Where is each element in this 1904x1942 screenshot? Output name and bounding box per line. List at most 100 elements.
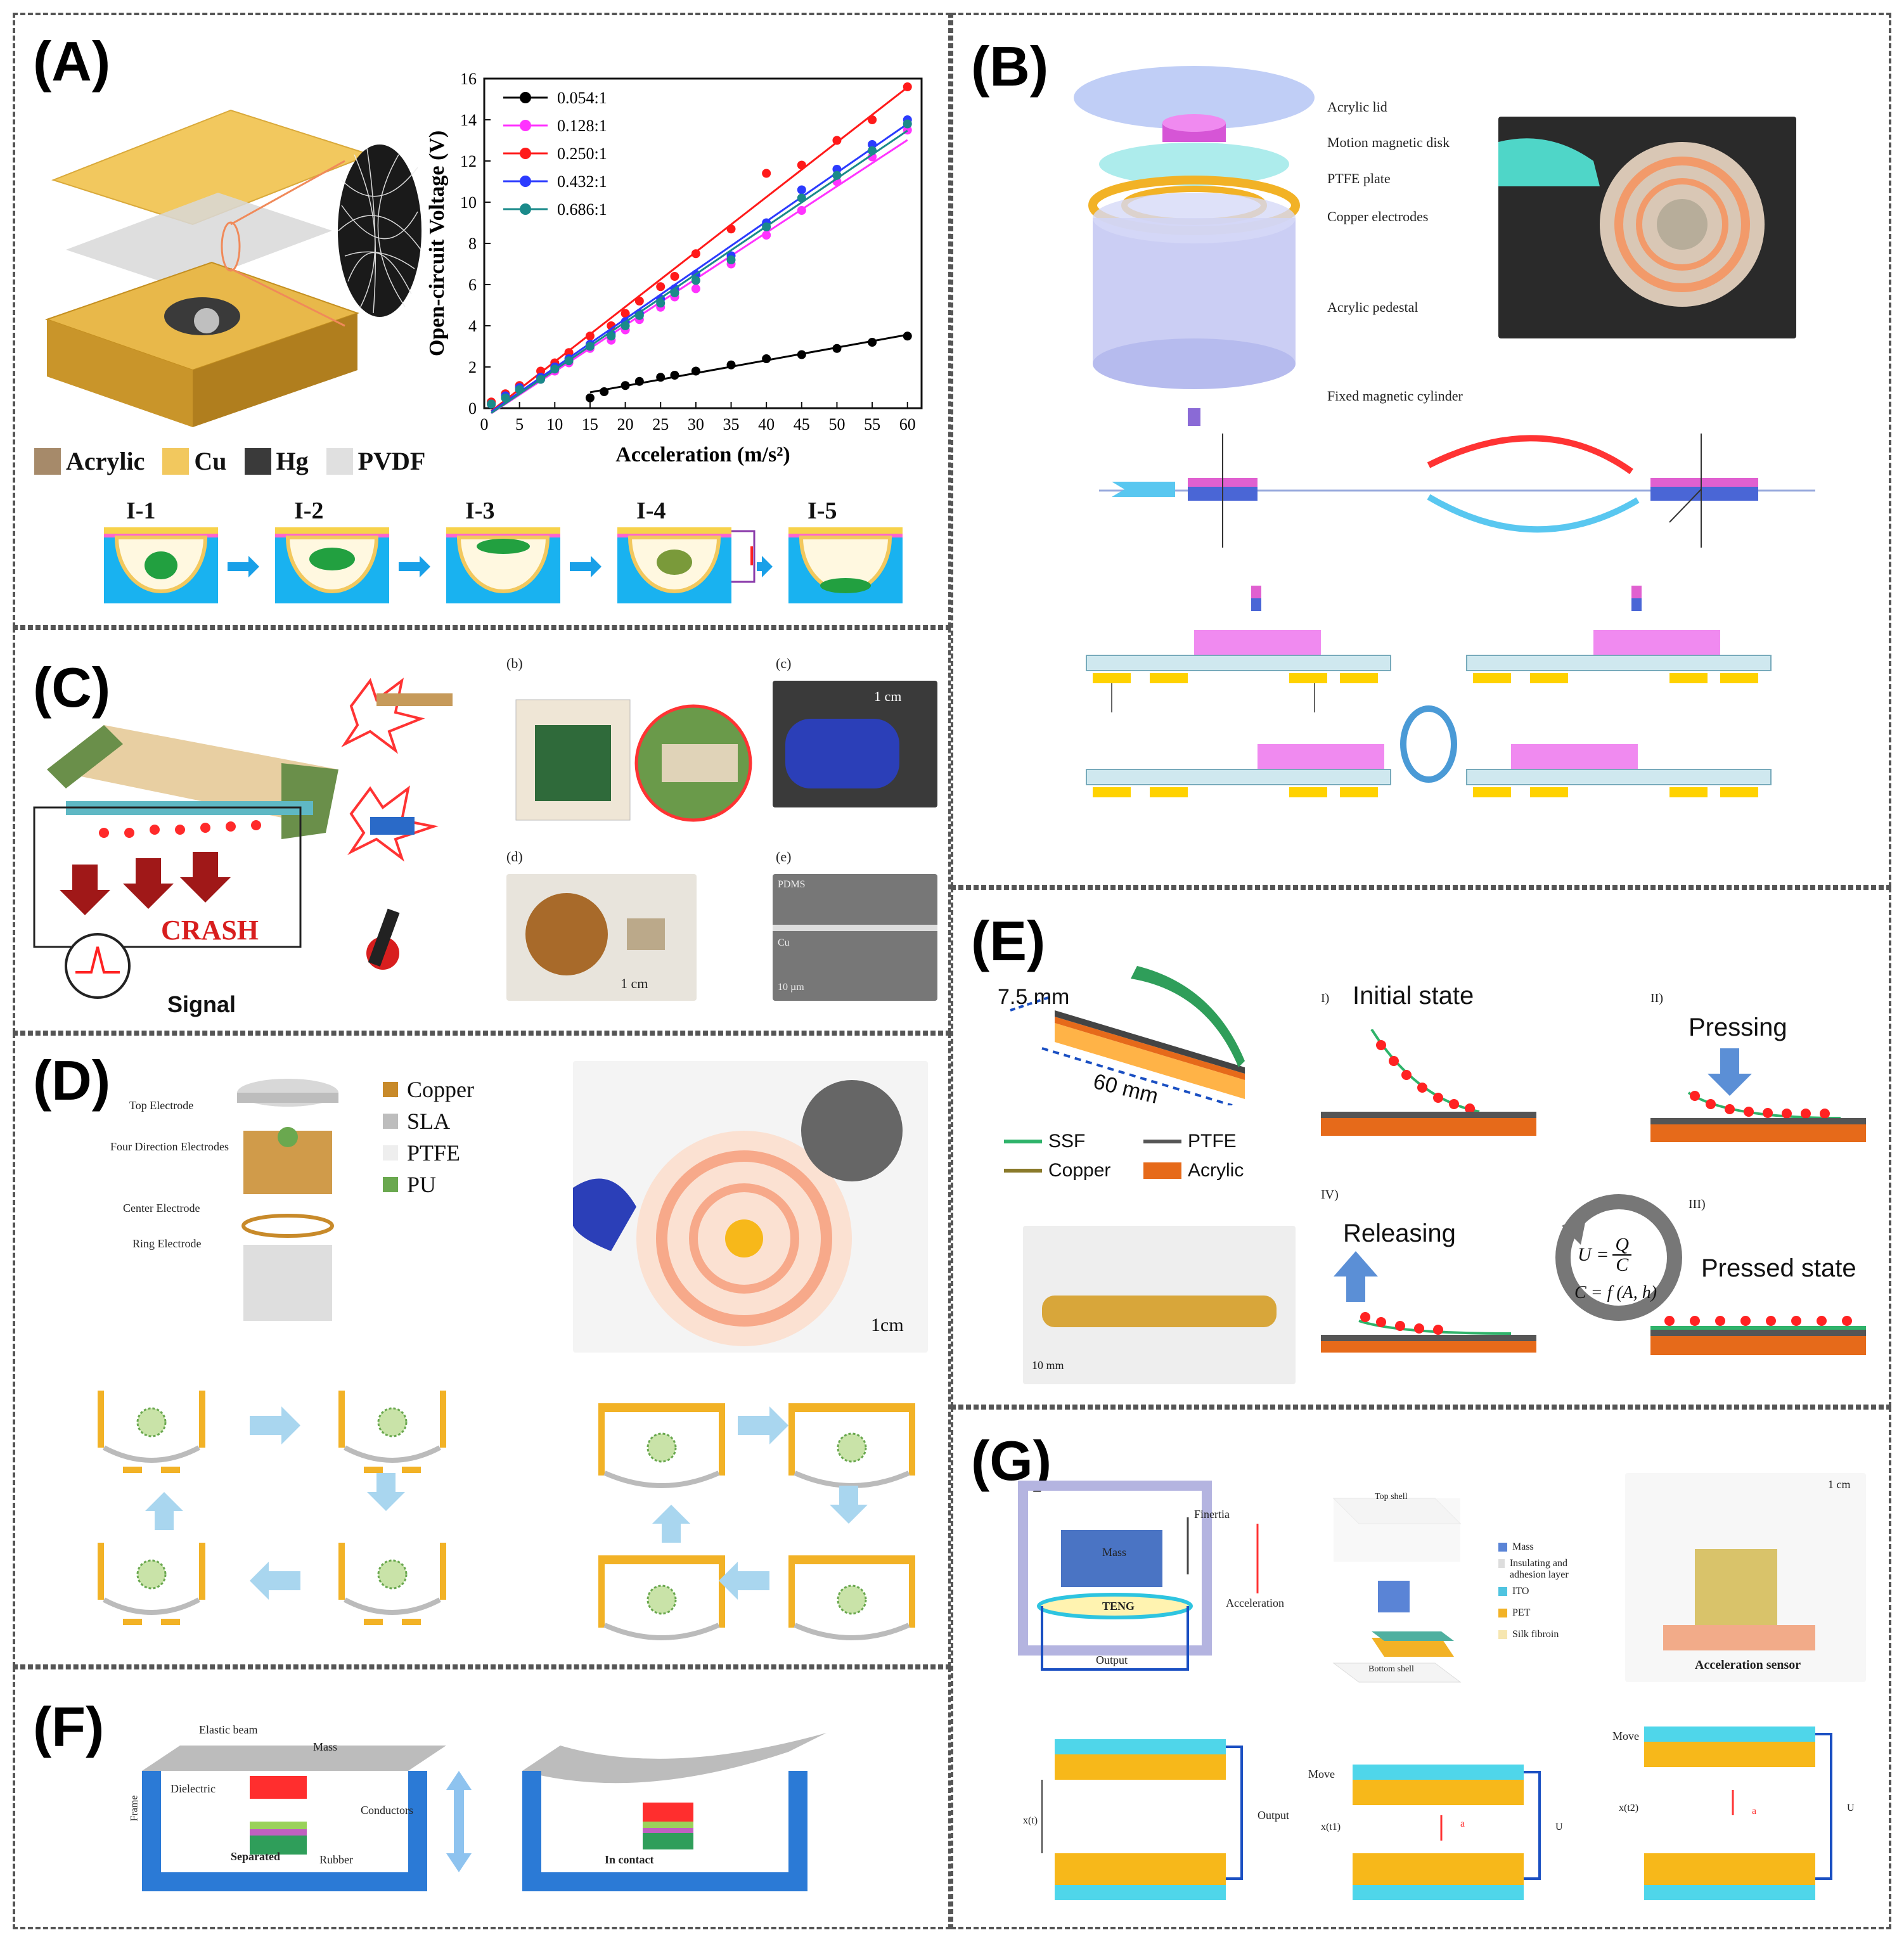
data-point-0.686:1	[515, 385, 524, 394]
data-point-0.686:1	[868, 146, 877, 155]
y-tick-label: 2	[468, 358, 477, 376]
hg-swatch	[244, 447, 271, 475]
data-point-0.250:1	[797, 160, 806, 170]
insulating-swatch	[1498, 1559, 1505, 1568]
panel-g-exploded-sensor	[1332, 1498, 1462, 1683]
g-sensor-caption: Acceleration sensor	[1695, 1658, 1801, 1672]
legend-pvdf: PVDF	[357, 447, 426, 475]
data-point-0.250:1	[832, 136, 842, 145]
label-acrylic-lid: Acrylic lid	[1327, 99, 1387, 115]
sem-scale: 10 µm	[778, 982, 804, 993]
legend-pet: PET	[1512, 1607, 1531, 1618]
label-frame: Frame	[129, 1795, 140, 1822]
legend-label-0.250:1: 0.250:1	[557, 145, 607, 163]
y-tick-label: 14	[460, 111, 477, 129]
g-move-1: Move	[1308, 1768, 1335, 1780]
x-tick-label: 25	[652, 415, 669, 434]
panel-c-sem-photo: PDMS Cu 10 µm	[773, 874, 937, 1001]
acrylic-swatch	[34, 447, 61, 475]
state3-title: Pressed state	[1701, 1254, 1856, 1282]
panel-d-working-cycle	[98, 1391, 915, 1640]
data-point-0.686:1	[501, 393, 510, 402]
ptfe-swatch	[1143, 1140, 1181, 1143]
data-point-0.250:1	[691, 249, 700, 259]
data-point-0.686:1	[903, 119, 912, 129]
legend-acrylic: Acrylic	[66, 447, 145, 475]
g-move-2: Move	[1612, 1730, 1639, 1742]
panel-d-device-photo: 1cm	[573, 1061, 928, 1353]
device-photo-drawing	[1498, 138, 1765, 307]
legend-mass: Mass	[1512, 1541, 1534, 1552]
sublabel-d: (d)	[506, 849, 523, 865]
x-tick-label: 15	[582, 415, 598, 434]
panel-g-schematic	[1018, 1481, 1259, 1671]
panel-a-material-legend: Acrylic Cu Hg PVDF	[34, 446, 425, 476]
data-point-0.054:1	[868, 338, 877, 347]
panel-c: (C) CRASH Signal (b) (c) 1 cm (d)	[13, 627, 951, 1033]
data-point-0.432:1	[832, 165, 842, 174]
panel-a-label: (A)	[33, 30, 111, 93]
label-separated: Separated	[231, 1850, 280, 1863]
sublabel-b: (b)	[506, 655, 523, 671]
pvdf-swatch	[326, 447, 353, 475]
data-point-0.054:1	[726, 360, 736, 370]
data-point-0.250:1	[656, 282, 666, 292]
data-point-0.686:1	[726, 255, 736, 264]
ptfe-swatch	[383, 1145, 398, 1161]
state2-diagram	[1650, 1048, 1866, 1142]
data-point-0.054:1	[762, 354, 771, 363]
data-point-0.054:1	[621, 381, 630, 390]
g-output-state1: Output	[1258, 1809, 1290, 1822]
sem-label-cu: Cu	[778, 937, 790, 948]
panel-c-coin-photo: 1 cm	[506, 874, 697, 1001]
legend-marker-0.054:1	[520, 92, 531, 103]
sublabel-c: (c)	[776, 655, 792, 671]
state1-diagram	[1321, 1029, 1536, 1136]
state4-diagram	[1321, 1251, 1536, 1353]
data-point-0.054:1	[634, 376, 644, 386]
legend-ptfe: PTFE	[1188, 1131, 1237, 1152]
data-point-0.686:1	[670, 288, 679, 297]
label-fixed-magnetic-cylinder: Fixed magnetic cylinder	[1327, 388, 1463, 404]
data-point-0.250:1	[536, 366, 546, 376]
label-mass: Mass	[313, 1740, 338, 1753]
y-tick-label: 0	[468, 399, 477, 418]
data-point-0.432:1	[797, 185, 806, 195]
crash-text: CRASH	[161, 915, 259, 946]
y-axis-label: Open-circuit Voltage (V)	[425, 131, 449, 356]
legend-label-0.686:1: 0.686:1	[557, 200, 607, 219]
stage-label-3: I-3	[465, 498, 495, 524]
scale-c: 1 cm	[874, 688, 902, 704]
panel-e-layered-strip	[1010, 966, 1245, 1105]
panel-d: (D) Top Electrode Four Direction Electro…	[13, 1033, 951, 1667]
state2-title: Pressing	[1689, 1013, 1787, 1041]
equation-u-numerator: Q	[1612, 1235, 1632, 1256]
stage-diagrams	[104, 527, 903, 603]
scale-d: 1 cm	[621, 975, 648, 991]
panel-c-sensor-illustration	[33, 725, 338, 999]
legend-marker-0.432:1	[520, 176, 531, 187]
label-motion-magnetic-disk: Motion magnetic disk	[1327, 134, 1450, 150]
data-point-0.686:1	[634, 311, 644, 320]
data-point-0.054:1	[832, 344, 842, 353]
panel-b-electrode-cycle	[1086, 586, 1772, 797]
y-tick-label: 8	[468, 235, 477, 253]
data-point-0.250:1	[634, 297, 644, 305]
data-point-0.128:1	[691, 284, 700, 293]
g-mass-text: Mass	[1102, 1546, 1127, 1559]
state4-title: Releasing	[1343, 1219, 1456, 1247]
panel-e-device-photo: 10 mm	[1023, 1226, 1296, 1384]
copper-swatch	[383, 1082, 398, 1097]
data-point-0.250:1	[670, 272, 679, 281]
data-point-0.250:1	[621, 309, 630, 318]
x-tick-label: 10	[546, 415, 563, 434]
legend-silk: Silk fibroin	[1512, 1629, 1559, 1640]
data-point-0.686:1	[550, 364, 560, 374]
panel-f: (F) Elastic beam Mass Dielectric Conduct…	[13, 1667, 951, 1929]
panel-g-motion-states	[1041, 1727, 1832, 1900]
legend-ptfe: PTFE	[407, 1140, 461, 1166]
data-point-0.686:1	[621, 321, 630, 330]
panel-b: (B) Acrylic lid Motion magnetic disk PTF…	[951, 13, 1891, 887]
data-point-0.686:1	[564, 356, 574, 366]
